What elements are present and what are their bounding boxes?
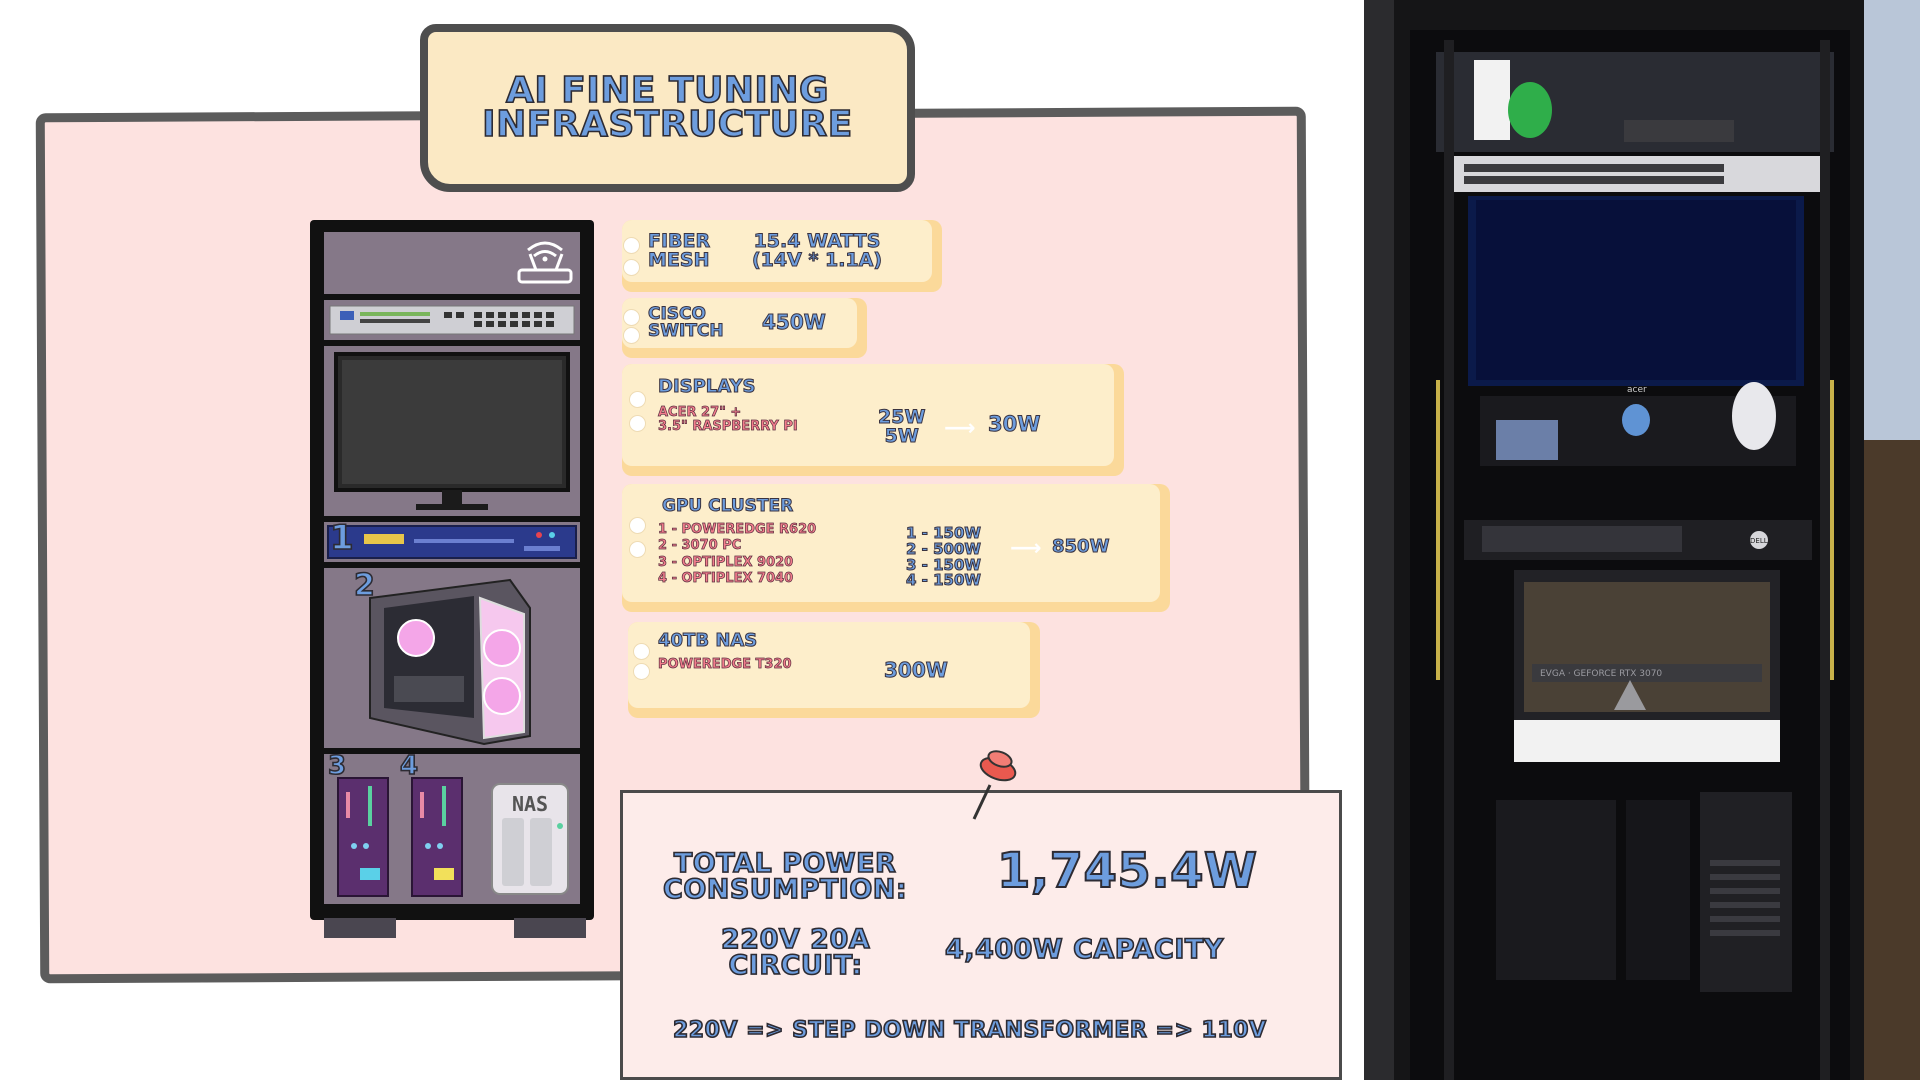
gpu-cluster-item-3: 3 - OPTIPLEX 9020: [658, 554, 794, 570]
gpu-cluster-value-4: 4 - 150W: [906, 571, 982, 590]
bottom-bay: 3 4 NAS: [324, 751, 580, 904]
displays-item-2: 3.5" RASPBERRY PI: [658, 418, 798, 434]
transformer-note: 220V => STEP DOWN TRANSFORMER => 110V: [672, 1018, 1267, 1043]
gpu-cluster-note: GPU CLUSTER 1 - POWEREDGE R620 2 - 3070 …: [622, 484, 1170, 612]
rack-marker-2: 2: [353, 568, 376, 603]
fiber-mesh-value-1: 15.4 WATTS: [753, 230, 881, 252]
rack-foot-right: [514, 918, 586, 938]
nas-item: POWEREDGE T320: [658, 657, 792, 672]
rack-server-icon: [327, 525, 577, 559]
server-1-bay: 1: [324, 518, 580, 562]
server-rack-photo: acer DELL EVGA · GEFORCE RTX 3070: [1364, 0, 1920, 1080]
gaming-pc-icon: [369, 578, 531, 746]
total-power-card: TOTAL POWER CONSUMPTION: 1,745.4W 220V 2…: [620, 790, 1342, 1080]
pc-bay: 2: [324, 568, 580, 748]
rack-marker-4: 4: [399, 751, 419, 781]
push-pin-icon: [972, 750, 1017, 820]
monitor-bay: [324, 346, 580, 516]
monitor-brand-label: acer: [1627, 385, 1647, 395]
arrow-right-icon: ⟶: [944, 416, 976, 441]
circuit-capacity: 4,400W CAPACITY: [944, 934, 1224, 965]
rack-marker-3: 3: [327, 751, 347, 781]
gpu-cluster-total: 850W: [1051, 536, 1110, 557]
displays-item-value-2: 5W: [884, 425, 919, 447]
circuit-label-1: 220V 20A: [720, 924, 871, 955]
gpu-label: EVGA · GEFORCE RTX 3070: [1540, 669, 1662, 679]
gpu-cluster-value-3: 3 - 150W: [906, 555, 982, 574]
title-line-2: INFRASTRUCTURE: [481, 104, 853, 145]
title-banner: AI FINE TUNING INFRASTRUCTURE: [420, 24, 915, 192]
fiber-mesh-note: FIBER MESH 15.4 WATTS (14V * 1.1A): [622, 220, 942, 292]
gpu-cluster-name: GPU CLUSTER: [661, 496, 794, 516]
router-icon: [517, 241, 573, 284]
network-switch-icon: [329, 305, 575, 335]
rack-marker-1: 1: [329, 518, 355, 558]
displays-total: 30W: [987, 412, 1041, 436]
gpu-cluster-value-2: 2 - 500W: [906, 539, 982, 558]
switch-bay: [324, 300, 580, 340]
rack-foot-left: [324, 918, 396, 938]
cisco-switch-name-2: SWITCH: [648, 321, 725, 341]
cisco-switch-name-1: CISCO: [648, 304, 707, 324]
rack-illustration: 1 2 3: [310, 220, 594, 920]
circuit-label-2: CIRCUIT:: [728, 949, 863, 981]
optiplex-towers-icon: [337, 777, 569, 897]
cisco-switch-value: 450W: [762, 310, 827, 334]
total-power-label-1: TOTAL POWER: [673, 848, 897, 879]
fiber-mesh-value-2: (14V * 1.1A): [751, 249, 883, 271]
fiber-mesh-name-2: MESH: [647, 249, 710, 271]
displays-item-value-1: 25W: [877, 406, 926, 428]
gpu-cluster-item-2: 2 - 3070 PC: [658, 538, 742, 554]
displays-name: DISPLAYS: [657, 376, 756, 397]
router-bay: [324, 232, 580, 294]
nas-total: 300W: [884, 658, 949, 682]
total-power-label-2: CONSUMPTION:: [662, 873, 908, 905]
gpu-cluster-value-1: 1 - 150W: [906, 524, 982, 542]
gpu-cluster-item-1: 1 - POWEREDGE R620: [658, 522, 817, 538]
title-line-1: AI FINE TUNING: [505, 69, 830, 111]
cisco-switch-note: CISCO SWITCH 450W: [622, 298, 867, 358]
gpu-cluster-item-4: 4 - OPTIPLEX 7040: [658, 570, 794, 586]
server-brand-label: DELL: [1750, 537, 1768, 545]
total-power-value: 1,745.4W: [996, 843, 1258, 899]
fiber-mesh-name-1: FIBER: [647, 230, 711, 252]
nas-note: 40TB NAS POWEREDGE T320 300W: [628, 622, 1040, 718]
displays-item-1: ACER 27" +: [658, 405, 742, 420]
nas-label: NAS: [511, 792, 549, 816]
displays-note: DISPLAYS ACER 27" + 3.5" RASPBERRY PI 25…: [622, 364, 1124, 476]
nas-name: 40TB NAS: [657, 630, 758, 651]
monitor-icon: [334, 352, 570, 510]
arrow-right-icon: ⟶: [1010, 536, 1042, 561]
